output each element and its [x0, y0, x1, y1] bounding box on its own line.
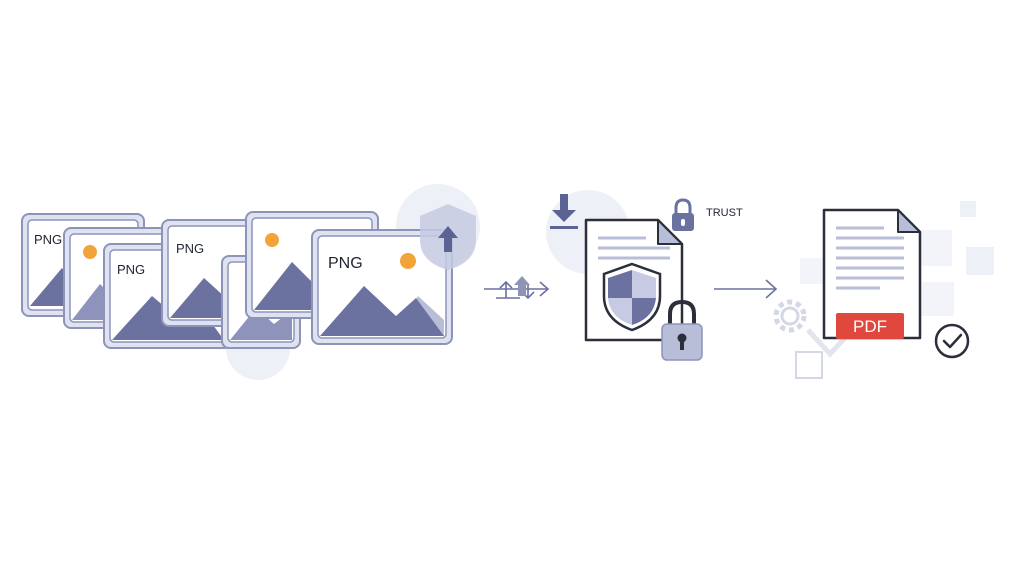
- bg-square: [966, 247, 994, 275]
- pdf-document: [822, 208, 922, 340]
- png-label: PNG: [34, 232, 62, 247]
- png-label: PNG: [117, 262, 145, 277]
- sun-icon: [83, 245, 97, 259]
- bg-square: [920, 282, 954, 316]
- trust-label: TRUST: [706, 207, 743, 219]
- png-label: PNG: [176, 241, 204, 256]
- padlock-icon: [672, 198, 694, 231]
- upload-arrow-icon: [514, 276, 530, 296]
- png-label: PNG: [328, 255, 363, 272]
- pdf-label: PDF: [853, 317, 887, 336]
- sun-icon: [265, 233, 279, 247]
- checkmark-circle-icon: [934, 323, 970, 359]
- bg-square: [960, 201, 976, 217]
- outline-square: [795, 351, 823, 379]
- sun-icon: [400, 253, 416, 269]
- shield-upload-icon: [420, 204, 476, 270]
- png-card-7: PNG: [311, 229, 453, 345]
- gear-icon: [773, 299, 807, 333]
- pdf-badge: [836, 313, 904, 339]
- padlock-icon: [661, 299, 703, 361]
- shield-icon: [602, 262, 662, 332]
- bg-square: [800, 258, 826, 284]
- download-icon: [550, 194, 578, 229]
- arrow-right-icon: [714, 279, 778, 299]
